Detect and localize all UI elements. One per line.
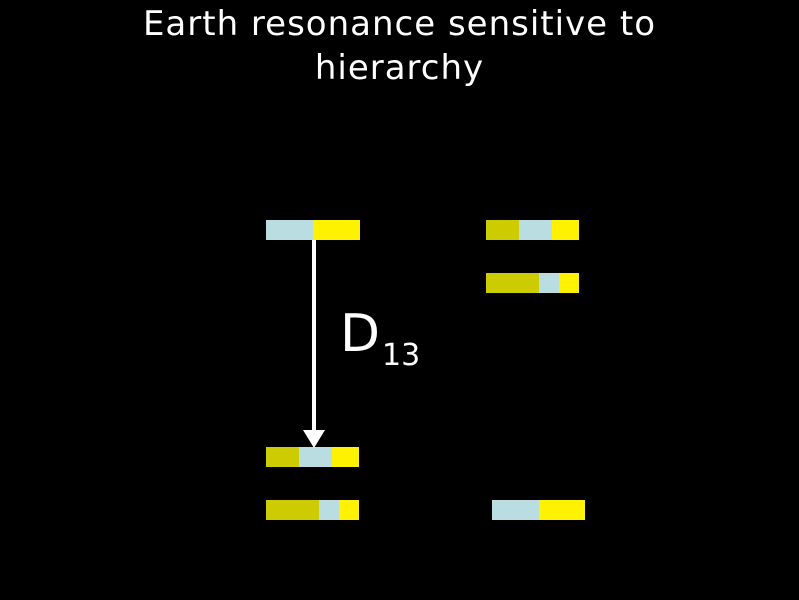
segment-yellow: [339, 500, 359, 520]
segment-yellow: [313, 220, 360, 240]
segment-olive: [266, 447, 299, 467]
segment-cyan: [492, 500, 539, 520]
segment-cyan: [266, 220, 313, 240]
segment-yellow: [552, 220, 579, 240]
slide-title: Earth resonance sensitive to hierarchy: [0, 2, 799, 90]
delta-symbol: D: [340, 304, 381, 364]
left-top-level: [266, 220, 360, 240]
left-middle-level: [266, 447, 359, 467]
segment-yellow: [332, 447, 359, 467]
right-bottom-level: [492, 500, 585, 520]
segment-olive: [486, 273, 539, 293]
segment-olive: [266, 500, 319, 520]
right-top-level: [486, 220, 579, 240]
segment-cyan: [539, 273, 559, 293]
segment-olive: [486, 220, 519, 240]
title-line-1: Earth resonance sensitive to: [142, 4, 657, 44]
delta-13-label: D13: [340, 304, 420, 373]
segment-cyan: [319, 500, 339, 520]
segment-yellow: [559, 273, 579, 293]
transition-arrow-shaft: [312, 240, 316, 432]
segment-cyan: [519, 220, 552, 240]
right-middle-level: [486, 273, 579, 293]
title-line-2: hierarchy: [314, 48, 485, 88]
left-bottom-level: [266, 500, 359, 520]
segment-cyan: [299, 447, 332, 467]
delta-subscript: 13: [382, 338, 421, 373]
segment-yellow: [539, 500, 585, 520]
transition-arrowhead: [303, 430, 325, 448]
